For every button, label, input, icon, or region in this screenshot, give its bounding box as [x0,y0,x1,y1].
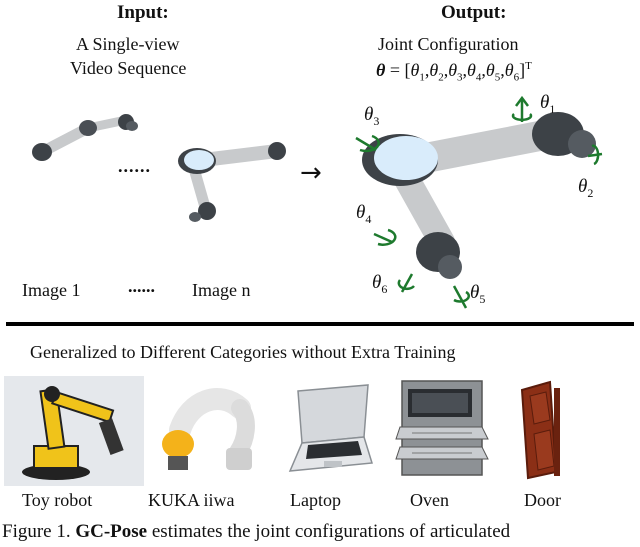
laptop-image [288,384,373,472]
formula-theta-3: θ [448,60,458,80]
category-label-kuka-iiwa: KUKA iiwa [148,490,235,510]
robot-arm-large [362,112,596,279]
generalization-title: Generalized to Different Categories with… [30,342,456,362]
caption-method-name: GC-Pose [75,521,148,542]
joint-vector-formula: θ = [θ1,θ2,θ3,θ4,θ5,θ6]T [376,60,532,84]
output-robot-diagram: θ1 θ2 θ3 θ4 θ5 θ6 [355,92,603,309]
robot-arm-small-n [178,142,286,222]
theta-label-4: θ4 [356,202,371,226]
formula-theta-sub-3: 3 [457,71,463,84]
formula-theta-4: θ [467,60,476,80]
theta-label-6: θ6 [372,272,387,296]
formula-comma: , [443,60,449,80]
formula-comma: , [424,60,430,80]
input-heading: Input: [117,2,169,23]
kuka-iiwa-image [162,388,255,470]
image-1-label: Image 1 [22,280,81,300]
formula-theta-1: θ [410,60,420,80]
joint-6-arrow-icon [397,273,415,293]
joint-arrows [355,95,603,309]
theta-label-3: θ3 [364,104,379,128]
formula-theta-2: θ [429,60,439,80]
joint-4-arrow-icon [373,228,397,246]
category-label-laptop: Laptop [290,490,341,510]
input-description-line2: Video Sequence [70,58,187,78]
output-heading: Output: [441,2,507,23]
formula-theta-6: θ [504,60,514,80]
input-frame-1-robot [32,114,138,161]
formula-equals: = [ [385,60,411,80]
theta-label-1: θ1 [540,92,555,116]
formula-theta-sub-1: 1 [419,71,425,84]
formula-theta-sub-2: 2 [438,71,444,84]
formula-transpose: T [525,60,532,72]
caption-text: estimates the joint configurations of ar… [147,521,511,542]
robot-arm-small-1 [32,114,138,161]
formula-theta-sub-4: 4 [475,71,482,84]
output-description: Joint Configuration [378,34,519,54]
joint-5-arrow-icon [452,285,471,309]
section-divider [6,322,634,326]
category-label-toy-robot: Toy robot [22,490,93,510]
formula-theta-5: θ [485,60,495,80]
caption-prefix: Figure 1. [2,521,76,542]
joint-3-arrow-icon [355,134,380,153]
toy-robot-image [4,376,144,486]
theta-label-5: θ5 [470,282,485,306]
formula-theta-sub-5: 5 [494,71,501,84]
joint-2-arrow-icon [587,144,603,166]
right-arrow: → [300,158,322,188]
labels-ellipsis: ...... [128,276,155,296]
formula-theta-bold: θ [376,60,386,80]
formula-items: θ1,θ2,θ3,θ4,θ5,θ6 [410,60,520,84]
formula-comma: , [500,60,505,80]
image-n-label: Image n [192,280,251,300]
toy-robot-illustration [22,386,124,480]
category-label-door: Door [524,490,561,510]
oven-image [395,380,489,476]
figure-caption: Figure 1. GC-Pose estimates the joint co… [2,521,510,543]
input-frame-n-robot [178,142,286,222]
formula-close: ] [519,60,526,80]
joint-1-arrow-icon [511,95,533,122]
frames-ellipsis: ...... [118,156,151,176]
input-description-line1: A Single-view [76,34,180,54]
formula-comma: , [462,60,468,80]
formula-theta-sub-6: 6 [513,71,520,84]
formula-comma: , [481,60,486,80]
theta-label-2: θ2 [578,176,593,200]
joint-theta-labels: θ1 θ2 θ3 θ4 θ5 θ6 [356,92,593,306]
door-image [520,380,560,480]
category-label-oven: Oven [410,490,449,510]
